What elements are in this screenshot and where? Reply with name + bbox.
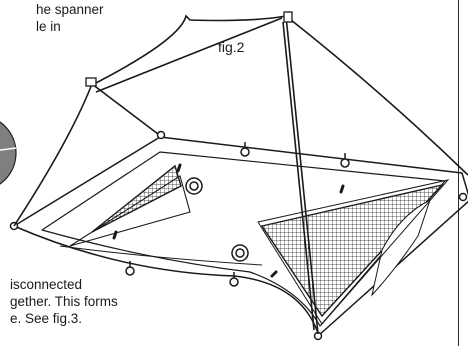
- pole-clips: [85, 11, 293, 87]
- cross-pole-inner: [282, 21, 315, 331]
- instruction-line-4: gether. This forms: [10, 294, 118, 309]
- ring-toggle-right: [231, 244, 249, 262]
- ring-toggle-left: [185, 177, 203, 195]
- corner-rings: [9, 130, 468, 341]
- instruction-line-5: e. See fig.3.: [10, 311, 83, 326]
- instruction-text-bottom: isconnected gether. This forms e. See fi…: [10, 276, 118, 327]
- instruction-line-1: he spanner: [36, 2, 104, 17]
- instruction-line-2: le in: [36, 19, 61, 34]
- tent-poles: [13, 14, 468, 335]
- sleeve-guy: [95, 17, 283, 93]
- strap-marks: [112, 163, 345, 278]
- right-mesh-door: [257, 179, 450, 325]
- instruction-line-3: isconnected: [10, 277, 83, 292]
- cross-pole: [285, 15, 319, 335]
- pegging-loops: [125, 142, 350, 287]
- front-pole: [13, 83, 93, 227]
- disc-fragment: [0, 121, 17, 185]
- instruction-text-top: he spanner le in: [36, 1, 104, 35]
- figure-label: fig.2: [218, 39, 245, 55]
- floor-seam: [59, 245, 263, 266]
- left-mesh-window: [69, 164, 191, 247]
- ridge-pole: [89, 14, 468, 176]
- pole-segment: [91, 83, 159, 135]
- tent-inner-body: [41, 151, 446, 327]
